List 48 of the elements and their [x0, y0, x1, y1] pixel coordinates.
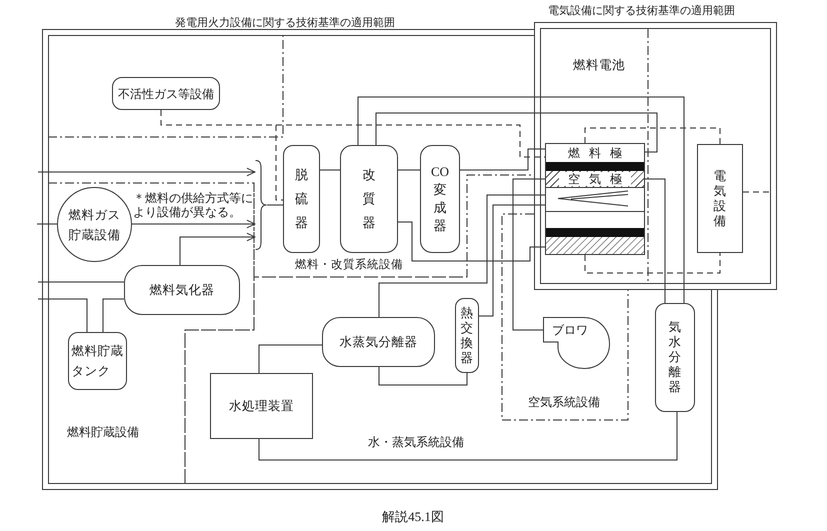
equipment-box: CO変成器 [420, 145, 460, 253]
connector-line [38, 298, 88, 332]
equipment-circle: 燃料ガス貯蔵設備 [57, 187, 132, 262]
connector-line [102, 298, 124, 332]
arrow [180, 232, 256, 266]
electrode-layer: 空気極 [546, 171, 644, 187]
connector-line [378, 194, 546, 318]
connector-line [258, 412, 678, 460]
equipment-box: 水処理装置 [210, 373, 313, 439]
connector-line [644, 178, 666, 304]
connector-line [478, 204, 546, 316]
equipment-box: 水蒸気分離器 [322, 317, 435, 367]
dashed-line [584, 252, 720, 274]
connector-line [460, 148, 546, 170]
dashed-line [584, 128, 720, 144]
figure-caption: 解説45.1図 [382, 508, 444, 525]
area-label: 燃料貯蔵設備 [67, 425, 139, 440]
equipment-box: 燃料気化器 [124, 265, 240, 315]
dashed-line [276, 124, 284, 200]
scope-heading: 電気設備に関する技術基準の適用範囲 [548, 5, 735, 17]
equipment-box: 燃料貯蔵タンク [68, 332, 127, 390]
area-label: 空気系統設備 [528, 395, 600, 410]
area-label: 水・蒸気系統設備 [368, 435, 464, 450]
dashed-line [276, 124, 546, 158]
cell-stack [545, 143, 645, 255]
arrow [132, 220, 256, 228]
connector-line [376, 112, 658, 152]
note-text: ＊燃料の供給方式等により設備が異なる。 [133, 191, 254, 219]
blower-shape [543, 317, 610, 369]
connector-line [378, 366, 468, 386]
equipment-box: 電気設備 [697, 144, 743, 253]
connector-line [258, 344, 322, 374]
scope-heading: 発電用火力設備に関する技術基準の適用範囲 [175, 17, 395, 29]
equipment-box: 気水分離器 [655, 303, 695, 412]
area-label: 燃料・改質系統設備 [295, 258, 403, 273]
area-boundary [502, 214, 628, 420]
arrow [38, 168, 256, 176]
brace [255, 160, 267, 250]
connector-line [398, 222, 546, 262]
connector-line [358, 96, 684, 304]
equipment-box: 熱交換器 [455, 298, 479, 373]
equipment-box: 改質器 [340, 145, 398, 253]
blower-label: ブロワ [552, 323, 588, 337]
equipment-box: 脱硫器 [283, 145, 320, 253]
equipment-box: 不活性ガス等設備 [112, 77, 220, 110]
connector-line [512, 178, 546, 330]
area-label: 燃料電池 [573, 58, 625, 73]
connector-line [266, 204, 284, 206]
